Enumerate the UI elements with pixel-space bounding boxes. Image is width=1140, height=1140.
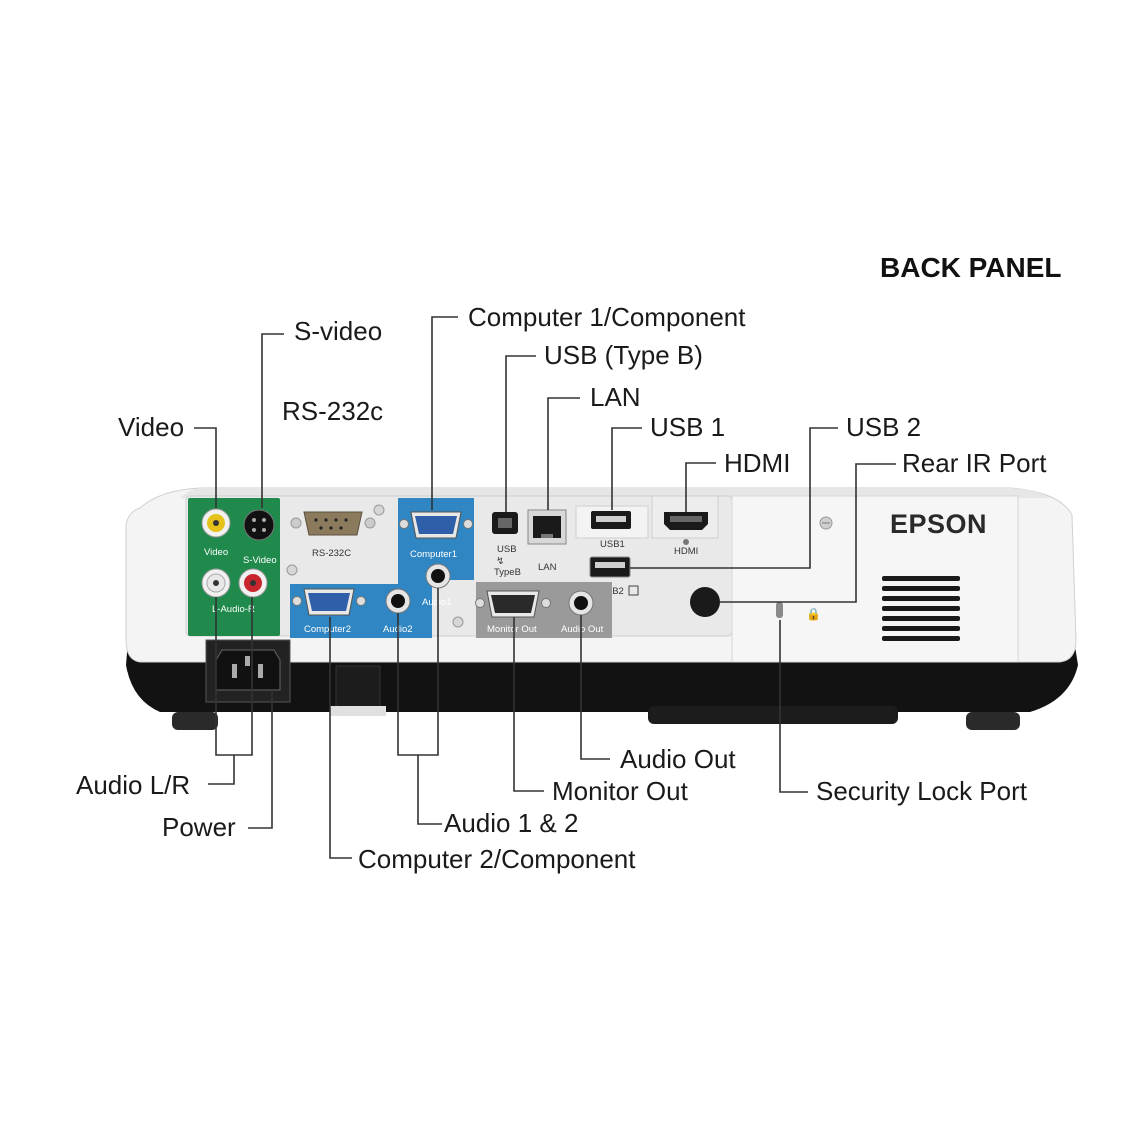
- lock-icon: 🔒: [806, 607, 821, 621]
- s-video-port-label: S-Video: [243, 555, 277, 566]
- callout-computer2: Computer 2/Component: [358, 844, 636, 874]
- callout-usb-type-b: USB (Type B): [544, 340, 703, 370]
- brand-logo: EPSON: [890, 509, 987, 539]
- video-port-label: Video: [204, 547, 228, 558]
- computer2-port-label: Computer2: [304, 624, 351, 635]
- foot-right: [966, 712, 1020, 730]
- callout-audio-out: Audio Out: [620, 744, 736, 774]
- screw-icon: [286, 564, 298, 576]
- lan-port-label: LAN: [538, 562, 557, 573]
- callout-audio-lr: Audio L/R: [76, 770, 190, 800]
- callout-computer1: Computer 1/Component: [468, 302, 746, 332]
- usb1-port-label: USB1: [600, 539, 625, 550]
- monitor-out-port: [475, 590, 551, 618]
- diagram-title: BACK PANEL: [880, 252, 1061, 283]
- base-vent: [335, 665, 381, 711]
- vent-grille: [882, 576, 960, 641]
- hdmi-port-label: HDMI: [674, 546, 698, 557]
- foot-left: [172, 712, 218, 730]
- audio-out-port-label: Audio Out: [561, 624, 604, 635]
- callout-hdmi: HDMI: [724, 448, 790, 478]
- audio-lr-port-label: L-Audio-R: [212, 604, 255, 615]
- projector: EPSON 🔒 Video S-Video: [125, 487, 1078, 730]
- callout-rear-ir: Rear IR Port: [902, 448, 1047, 478]
- usb-icon: ↯: [496, 556, 504, 567]
- callout-usb1: USB 1: [650, 412, 725, 442]
- s-video-port: [243, 509, 275, 541]
- callout-usb2: USB 2: [846, 412, 921, 442]
- computer2-port: [292, 588, 366, 616]
- callout-monitor-out: Monitor Out: [552, 776, 689, 806]
- screw-icon: [373, 504, 385, 516]
- rs232c-port: [290, 511, 376, 536]
- callout-power: Power: [162, 812, 236, 842]
- typeb-port-label: TypeB: [494, 567, 521, 578]
- callout-labels: Video S-video RS-232c Computer 1/Compone…: [76, 302, 1047, 874]
- usb2-symbol-icon: [628, 585, 639, 596]
- callout-video: Video: [118, 412, 184, 442]
- rs232c-port-label: RS-232C: [312, 548, 351, 559]
- callout-audio12: Audio 1 & 2: [444, 808, 578, 838]
- usb-port-label: USB: [497, 544, 517, 555]
- callout-lan: LAN: [590, 382, 641, 412]
- security-lock-port: [776, 602, 783, 618]
- monitor-out-port-label: Monitor Out: [487, 624, 537, 635]
- leader-lines: [194, 316, 896, 859]
- callout-s-video: S-video: [294, 316, 382, 346]
- audio1-port-label: Audio1: [422, 597, 452, 608]
- computer1-port: [399, 511, 473, 539]
- computer1-port-label: Computer1: [410, 549, 457, 560]
- base-slot: [648, 706, 898, 724]
- rear-ir-port: [690, 587, 720, 617]
- callout-rs232c: RS-232c: [282, 396, 383, 426]
- screw-icon: [452, 616, 464, 628]
- callout-security: Security Lock Port: [816, 776, 1028, 806]
